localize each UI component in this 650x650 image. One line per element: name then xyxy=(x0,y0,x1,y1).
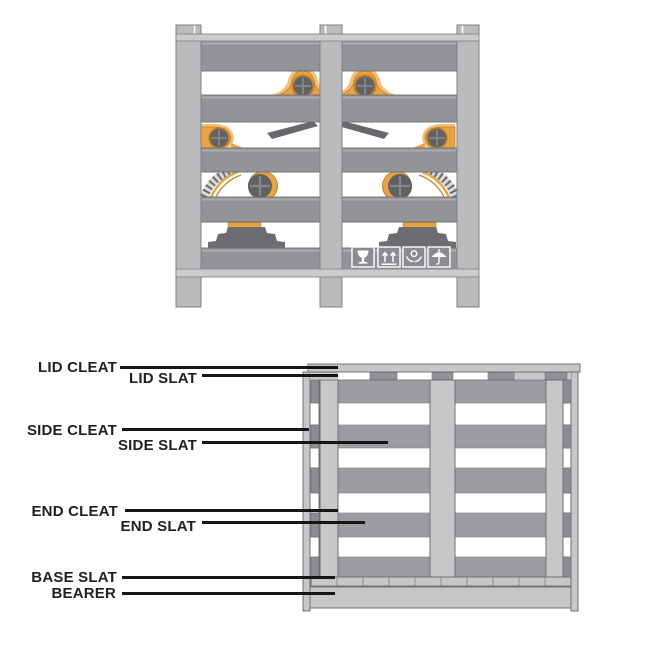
leader-side-slat xyxy=(202,441,388,444)
machinery-blade xyxy=(267,121,318,139)
label-end-slat: END SLAT xyxy=(120,518,196,535)
crate-post-left xyxy=(175,24,202,308)
crate-post-right xyxy=(456,24,480,308)
crate-posts xyxy=(175,24,480,308)
shipping-marks xyxy=(351,246,451,268)
label-end-cleat: END CLEAT xyxy=(31,503,118,520)
bearer-board xyxy=(309,586,572,609)
leader-side-cleat xyxy=(122,428,309,431)
label-lid-cleat: LID CLEAT xyxy=(37,359,117,376)
machinery-wheel xyxy=(248,171,278,201)
packed-crate-illustration xyxy=(175,24,480,308)
machinery-blade xyxy=(338,121,389,139)
leader-lid-cleat xyxy=(120,366,338,369)
this-way-up-icon xyxy=(377,246,401,268)
fragile-icon xyxy=(351,246,375,268)
crate-post-middle xyxy=(319,24,343,308)
end-cleat-left xyxy=(319,379,339,578)
end-cleat-middle xyxy=(429,379,456,578)
leader-bearer xyxy=(122,592,335,595)
label-side-slat: SIDE SLAT xyxy=(117,437,197,454)
handle-with-care-icon xyxy=(402,246,426,268)
base-slat-row xyxy=(310,576,572,587)
machinery-wheel xyxy=(382,171,412,201)
lid-cleat-board xyxy=(307,363,581,373)
end-cleat-right xyxy=(545,379,564,578)
label-side-cleat: SIDE CLEAT xyxy=(26,422,117,439)
keep-dry-icon xyxy=(427,246,451,268)
label-base-slat: BASE SLAT xyxy=(31,569,117,586)
label-lid-slat: LID SLAT xyxy=(129,370,197,387)
lid-slat-row xyxy=(309,371,572,381)
label-bearer: BEARER xyxy=(51,585,116,602)
leader-lid-slat xyxy=(202,374,338,377)
crate-parts-diagram xyxy=(302,363,581,612)
leader-end-slat xyxy=(202,521,365,524)
crate-rails xyxy=(175,33,480,278)
end-cleats xyxy=(319,379,564,578)
leader-end-cleat xyxy=(125,509,338,512)
leader-base-slat xyxy=(122,576,335,579)
